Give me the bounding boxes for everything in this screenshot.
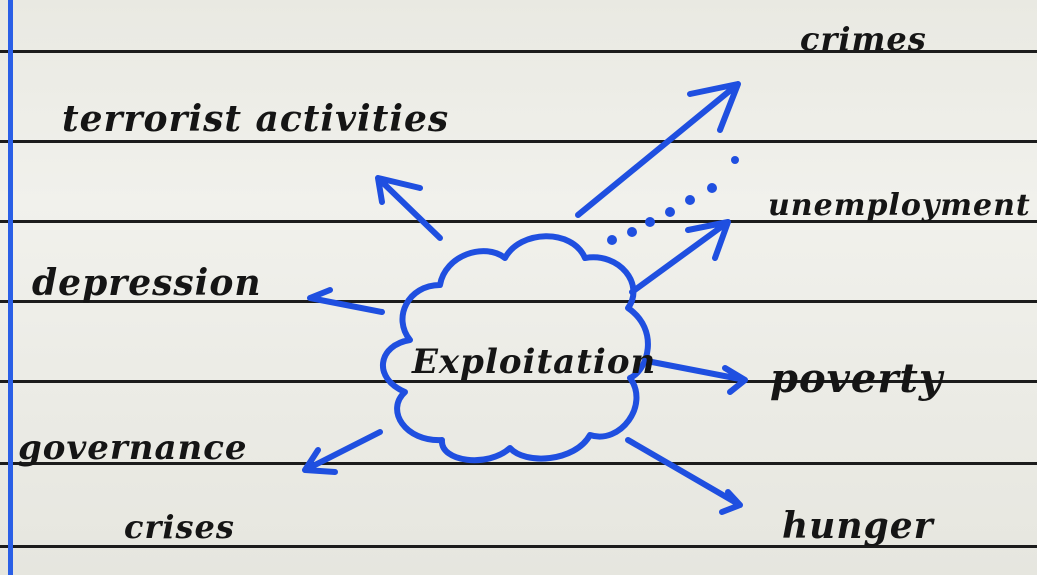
label-governance: governance bbox=[18, 428, 248, 468]
arrow-depression bbox=[307, 287, 385, 315]
center-label: Exploitation bbox=[412, 342, 657, 382]
margin-line bbox=[8, 0, 13, 575]
ruled-line bbox=[0, 462, 1037, 465]
arrow-unemployment bbox=[629, 219, 731, 295]
label-terrorist-activities: terrorist activities bbox=[62, 98, 450, 140]
label-poverty: poverty bbox=[770, 355, 944, 402]
ruled-line bbox=[0, 140, 1037, 143]
ruled-line bbox=[0, 380, 1037, 383]
arrow-poverty bbox=[649, 359, 748, 395]
label-depression: depression bbox=[32, 262, 262, 304]
arrow-terrorist-activities bbox=[375, 175, 443, 241]
ruled-line bbox=[0, 50, 1037, 53]
ruled-line bbox=[0, 545, 1037, 548]
arrow-governance-crises bbox=[302, 429, 383, 475]
ruled-line bbox=[0, 220, 1037, 223]
arrow-hunger bbox=[625, 437, 743, 515]
label-crises: crises bbox=[124, 508, 235, 546]
ruled-line bbox=[0, 300, 1037, 303]
dot-marks bbox=[607, 156, 739, 245]
label-unemployment: unemployment bbox=[768, 188, 1031, 223]
label-crimes: crimes bbox=[800, 20, 927, 58]
label-hunger: hunger bbox=[782, 505, 934, 547]
center-cloud bbox=[379, 233, 651, 464]
arrow-crimes bbox=[575, 81, 741, 218]
